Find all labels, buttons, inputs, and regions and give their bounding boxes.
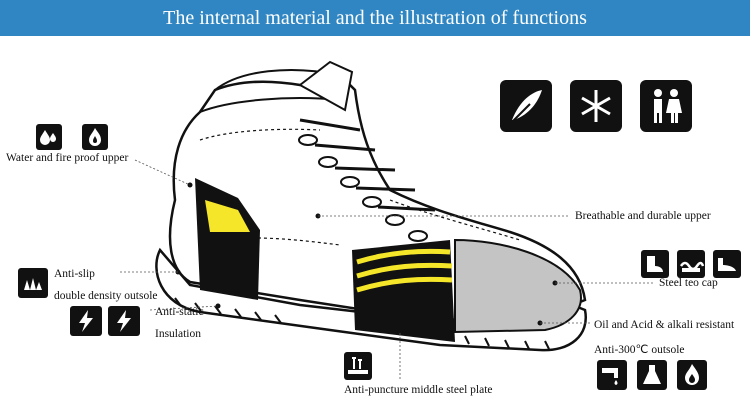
insulation-label: Insulation [155, 328, 201, 340]
waves-icon [677, 250, 705, 278]
anti-static-label: Anti-static [155, 306, 204, 318]
insole-cutaway [352, 240, 455, 342]
anti-slip-icon [18, 268, 48, 298]
flame-icon [677, 360, 707, 390]
lightning-icon [70, 306, 102, 336]
page-title: The internal material and the illustrati… [163, 6, 587, 29]
title-banner: The internal material and the illustrati… [0, 0, 750, 36]
lightning-icon [108, 306, 140, 336]
boot-steel-cap-icon [641, 250, 669, 278]
anti-slip-label: Anti-slip [54, 268, 95, 280]
outsole-tread [174, 297, 550, 350]
water-drop-icon [36, 124, 62, 150]
leader-lines [120, 159, 655, 380]
feather-icon [500, 80, 552, 132]
steel-cap-label: Steel teo cap [659, 277, 718, 289]
shoe-laces [299, 118, 436, 212]
snowflake-icon [570, 80, 622, 132]
anti-300-label: Anti-300℃ outsole [594, 344, 685, 356]
oil-faucet-icon [597, 360, 627, 390]
nail-board-icon [344, 352, 372, 380]
steel-toe-cap [454, 238, 582, 334]
breathable-label: Breathable and durable upper [575, 210, 711, 222]
fire-icon [82, 124, 108, 150]
men-women-icon [640, 80, 692, 132]
flat-shoe-icon [713, 250, 741, 278]
shoe-illustration [120, 60, 655, 380]
shoe-tongue [298, 60, 354, 112]
shoe-eyelets [298, 134, 428, 242]
oil-acid-label: Oil and Acid & alkali resistant [594, 319, 735, 331]
water-fire-label: Water and fire proof upper [6, 152, 129, 164]
anti-puncture-label: Anti-puncture middle steel plate [344, 384, 493, 396]
outsole-label: double density outsole [54, 290, 158, 302]
acid-flask-icon [637, 360, 667, 390]
